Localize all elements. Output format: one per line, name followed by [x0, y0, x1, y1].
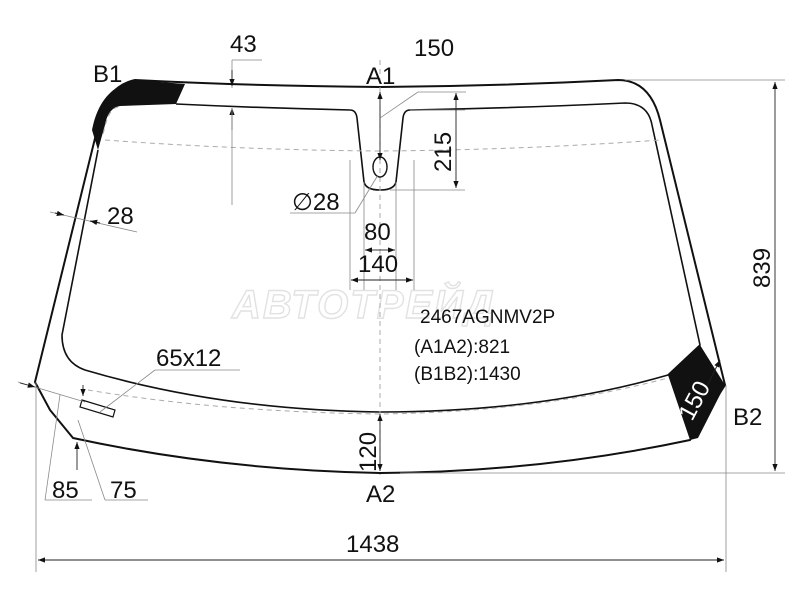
dim-bottom-band: 120: [355, 432, 382, 472]
part-code: 2467AGNMV2P: [420, 307, 555, 328]
dim-total-height: 839: [749, 248, 776, 288]
dim-notch-inner-width: 80: [364, 219, 391, 246]
dim-notch-depth: 150: [414, 35, 454, 62]
dim-top-band: 43: [230, 31, 257, 58]
point-a1: A1: [366, 63, 395, 90]
windshield-inner-edge: [61, 102, 701, 413]
dim-hole-diameter: ∅28: [292, 189, 340, 216]
vin-window: [79, 399, 116, 418]
dim-total-width: 1438: [346, 531, 399, 558]
point-a2: A2: [366, 481, 395, 508]
part-b1b2: (B1B2):1430: [414, 364, 521, 385]
dim-side-band: 28: [107, 203, 134, 230]
print-border-dashed: [87, 106, 669, 415]
point-b1: B1: [93, 61, 122, 88]
dim-notch-outer-width: 140: [358, 251, 398, 278]
b2-corner-patch: [668, 345, 725, 440]
dim-notch-height: 215: [430, 132, 457, 172]
watermark-logo: АВТОТРЕЙД: [231, 280, 496, 327]
dim-vin-window: 65x12: [156, 345, 221, 372]
b1-corner-patch: [92, 80, 185, 150]
windshield-outer-edge: [33, 78, 727, 475]
dim-left-offset-85: 85: [52, 477, 79, 504]
point-b2: B2: [733, 404, 762, 431]
dim-left-offset-75: 75: [110, 477, 137, 504]
part-a1a2: (A1A2):821: [414, 337, 510, 358]
dimension-lines: [17, 59, 785, 572]
